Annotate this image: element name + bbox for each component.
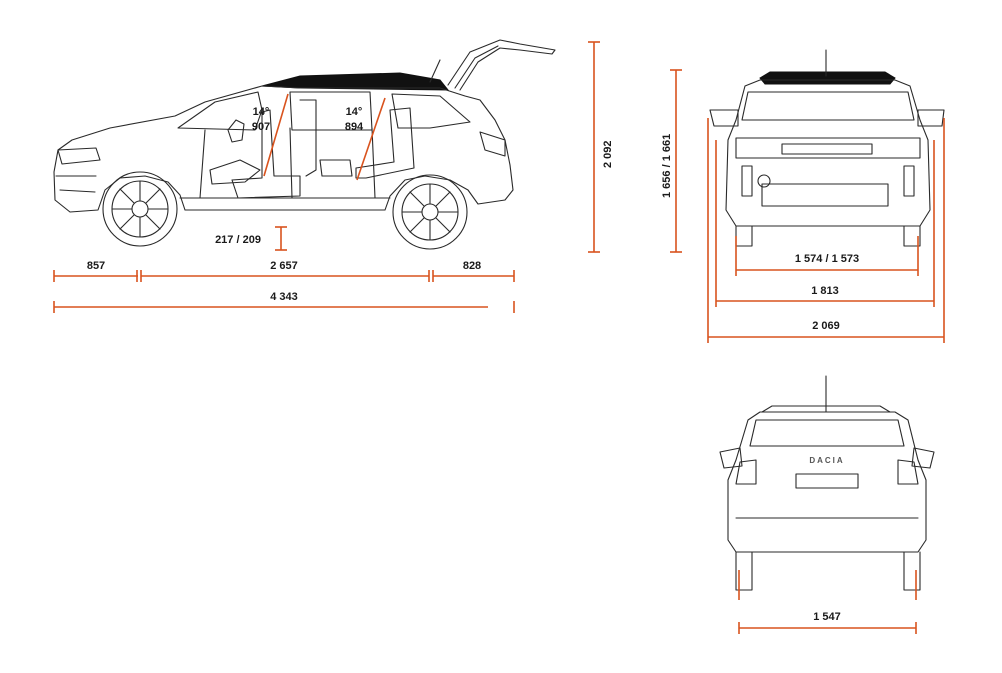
rear-seat-height-label: 894 [344,121,364,133]
front-seat-angle-label: 14° [252,106,270,118]
rear-track-label: 1 547 [813,611,841,623]
front-view-dimensions [670,69,945,343]
rear-view-dimensions [738,570,917,634]
overall-length-label: 4 343 [270,291,298,303]
front-view-car [709,49,945,247]
side-view-car [53,39,556,250]
width-mirrors-label: 2 069 [812,320,840,332]
rear-badge: DACIA [809,456,845,465]
body-width-label: 1 813 [811,285,839,297]
rear-seat-angle-label: 14° [345,106,363,118]
height-label: 1 656 / 1 661 [661,133,673,198]
front-track-label: 1 574 / 1 573 [794,253,860,265]
side-view-dimensions [53,41,600,313]
wheelbase-label: 2 657 [270,260,298,272]
front-overhang-label: 857 [86,260,106,272]
rear-overhang-label: 828 [462,260,482,272]
rear-view-car [719,375,935,591]
front-seat-height-label: 907 [251,121,271,133]
height-tailgate-open-label: 2 092 [602,140,614,168]
ground-clearance-label: 217 / 209 [215,234,261,246]
